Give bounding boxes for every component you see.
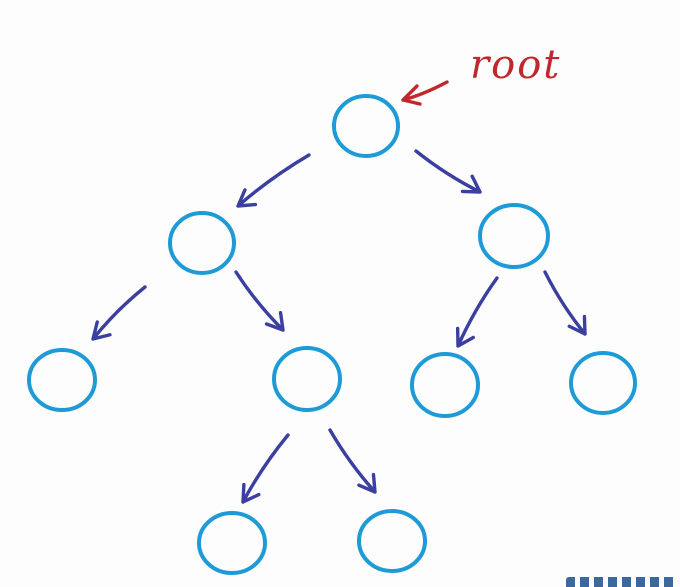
tree-node-n6: [569, 351, 637, 415]
edge-arrow-n0-n2: [414, 149, 482, 194]
edge-arrow-n2-n5: [455, 276, 499, 348]
tree-node-n5: [410, 352, 480, 418]
edges-layer: [91, 149, 587, 504]
root-pointer-arrow: [401, 80, 449, 106]
tree-node-n7: [197, 511, 267, 575]
nodes-layer: [27, 94, 637, 575]
tree-node-root: [332, 94, 400, 158]
tree-node-n3: [27, 348, 97, 412]
edge-arrow-n2-n6: [543, 270, 587, 336]
edge-arrow-n1-n4: [234, 270, 285, 332]
root-label: root: [470, 42, 561, 88]
edge-arrow-n0-n1: [236, 153, 311, 208]
tree-node-n4: [272, 346, 342, 412]
edge-arrow-n4-n8: [328, 428, 377, 494]
tree-node-n8: [357, 509, 427, 573]
edge-arrow-n1-n3: [91, 285, 147, 341]
watermark-fragment: [566, 577, 676, 587]
root-annotation: root: [401, 42, 561, 106]
edge-arrow-n4-n7: [241, 433, 290, 504]
tree-node-n2: [478, 203, 550, 269]
tree-node-n1: [168, 211, 236, 275]
